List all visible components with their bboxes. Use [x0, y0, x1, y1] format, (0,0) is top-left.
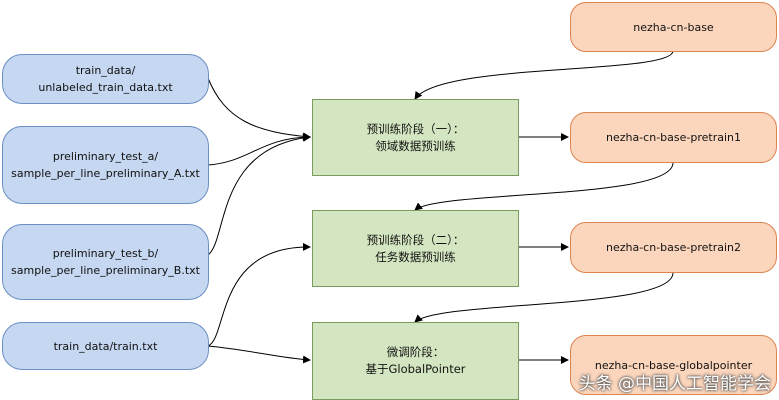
- stage-pretrain-domain: 预训练阶段（一）： 领域数据预训练: [312, 99, 519, 176]
- model-globalpointer-label: nezha-cn-base-globalpointer: [594, 358, 753, 372]
- model-base-label: nezha-cn-base: [633, 20, 714, 34]
- model-nezha-cn-base-pretrain2: nezha-cn-base-pretrain2: [570, 222, 777, 273]
- input-preliminary-test-b: preliminary_test_b/ sample_per_line_prel…: [2, 224, 209, 300]
- stage1-line2: 领域数据预训练: [375, 138, 456, 153]
- stage3-line2: 基于GlobalPointer: [365, 362, 466, 376]
- edge-pretrain2-to-stage3: [414, 272, 674, 323]
- edge-base-to-stage1: [414, 50, 674, 100]
- edge-unlabeled-to-stage1: [207, 77, 311, 141]
- edge-train-to-stage3: [207, 345, 311, 364]
- input-unlabeled-line1: train_data/: [75, 64, 136, 77]
- model-nezha-cn-base-globalpointer: nezha-cn-base-globalpointer: [570, 335, 777, 395]
- input-test-a-line1: preliminary_test_a/: [52, 150, 159, 163]
- input-test-a-line2: sample_per_line_preliminary_A.txt: [11, 167, 200, 180]
- input-test-b-line2: sample_per_line_preliminary_B.txt: [11, 264, 200, 277]
- stage-finetune: 微调阶段： 基于GlobalPointer: [312, 322, 519, 400]
- stage2-line2: 任务数据预训练: [375, 249, 456, 264]
- edge-train-to-stage2: [207, 242, 311, 347]
- edge-test-a-to-stage1: [207, 133, 311, 166]
- input-unlabeled-train-data: train_data/ unlabeled_train_data.txt: [2, 54, 209, 104]
- model-pretrain2-label: nezha-cn-base-pretrain2: [605, 241, 741, 254]
- model-nezha-cn-base-pretrain1: nezha-cn-base-pretrain1: [570, 112, 777, 163]
- stage2-line1: 预训练阶段（二）：: [366, 232, 465, 247]
- input-test-b-line1: preliminary_test_b/: [52, 247, 159, 260]
- model-pretrain1-label: nezha-cn-base-pretrain1: [605, 131, 741, 144]
- edge-test-b-to-stage1: [207, 133, 311, 256]
- input-train-line1: train_data/train.txt: [53, 339, 158, 353]
- stage-pretrain-task: 预训练阶段（二）： 任务数据预训练: [312, 210, 519, 287]
- input-train-txt: train_data/train.txt: [2, 322, 209, 370]
- watermark: 头条 @中国人工智能学会: [578, 374, 771, 394]
- model-nezha-cn-base: nezha-cn-base: [570, 2, 777, 52]
- input-unlabeled-line2: unlabeled_train_data.txt: [38, 81, 173, 94]
- edge-pretrain1-to-stage2: [414, 162, 674, 211]
- input-preliminary-test-a: preliminary_test_a/ sample_per_line_prel…: [2, 126, 209, 204]
- stage3-line1: 微调阶段：: [386, 345, 445, 359]
- stage1-line1: 预训练阶段（一）：: [366, 121, 465, 136]
